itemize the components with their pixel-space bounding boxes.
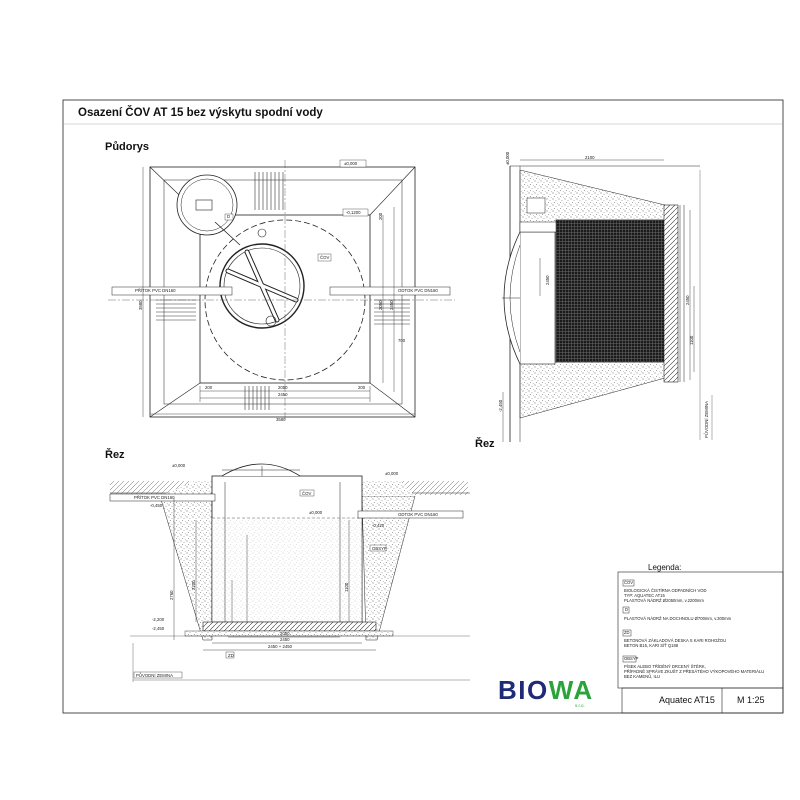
plan-top-level: ±0,000 xyxy=(344,161,358,166)
right-section-heading: Řez xyxy=(475,438,495,450)
sec-level-420: -0,420 xyxy=(372,523,385,528)
plan-dim-700: 700 xyxy=(398,338,406,343)
title-block xyxy=(617,571,784,714)
rsec-top-level: ±0,000 xyxy=(505,151,510,165)
plan-outlet-label: ODTOK PVC DN160 xyxy=(398,288,438,293)
plan-d-label: D xyxy=(227,214,231,219)
biowa-logo-sub: s.r.o. xyxy=(575,703,585,708)
legend-text-d: PLASTOVÁ NÁDRŽ NA DOCHNOLU Ø700mm, v.300… xyxy=(624,616,732,621)
sec-cov-label: ČOV xyxy=(302,491,312,496)
rsec-dim-h2: 2450 xyxy=(545,275,550,285)
title-block-scale: M 1:25 xyxy=(737,695,765,705)
legend-code-zd: ZD xyxy=(624,630,630,635)
rsec-bottom-level: -2,450 xyxy=(498,399,503,412)
plan-dim-vert-3580: 3580 xyxy=(138,300,143,310)
sec-dim-h-1100: 1100 xyxy=(344,582,349,592)
plan-inner-level: -0,1200 xyxy=(346,210,361,215)
sec-obsyp-label: OBSYP xyxy=(372,546,387,551)
right-section xyxy=(502,159,713,442)
sec-dim-2050: 2050 xyxy=(280,631,290,636)
legend-text-cov: BIOLOGICKÁ ČISTÍRNA ODPADNÍCH VOD TYP: A… xyxy=(624,588,707,603)
plan-dim-3580: 3580 xyxy=(276,417,286,422)
sec-water-level: ±0,000 xyxy=(309,510,323,515)
sec-dim-outer: 2450 + 2450 xyxy=(268,644,293,649)
sec-ground-label: PŮVODNÍ ZEMINA xyxy=(136,673,174,678)
sec-outlet-label: ODTOK PVC DN160 xyxy=(398,512,438,517)
legend-code-cov: ČOV xyxy=(624,580,634,585)
plan-dim-2450: 2450 xyxy=(278,392,288,397)
plan-dim-vert-200: 200 xyxy=(378,212,383,220)
rsec-dim-width: 2100 xyxy=(585,155,595,160)
rsec-dim-h1: 2450 xyxy=(685,295,690,305)
left-section xyxy=(109,463,470,682)
plan-dim-200-left: 200 xyxy=(205,385,213,390)
sec-dim-h-2760: 2760 xyxy=(169,590,174,600)
plan-dim-vert-2050: 2050 xyxy=(378,300,383,310)
sec-dim-h-2200: 2200 xyxy=(191,580,196,590)
plan-dim-vert-2450: 2450 xyxy=(389,300,394,310)
plan-cov-label: ČOV xyxy=(320,255,330,260)
rsec-dim-h3: 1100 xyxy=(689,335,694,345)
legend-boxes xyxy=(622,579,637,663)
title-block-name: Aquatec AT15 xyxy=(659,695,715,705)
plan-inlet-label: PŘÍTOK PVC DN160 xyxy=(135,288,176,293)
sheet-border xyxy=(62,99,784,714)
sec-top-level-right: ±0,000 xyxy=(385,471,399,476)
plan-dim-200-right: 200 xyxy=(358,385,366,390)
legend-code-obsyp: OBSYP xyxy=(624,656,639,661)
legend-title: Legenda: xyxy=(648,563,682,572)
plan-view xyxy=(108,159,455,420)
rsec-ground-label: PŮVODNÍ ZEMINA xyxy=(704,400,709,438)
left-section-heading: Řez xyxy=(105,449,125,461)
sec-level-450: -0,450 xyxy=(150,503,163,508)
biowa-logo: BIOWA xyxy=(498,675,594,705)
plan-view-heading: Půdorys xyxy=(105,141,150,153)
legend-text-zd: BETONOVÁ ZÁKLADOVÁ DESKA S KARI ROHOŽOU … xyxy=(624,638,727,648)
legend-code-d: D xyxy=(625,607,629,612)
drawing-title: Osazení ČOV AT 15 bez výskytu spodní vod… xyxy=(78,107,323,119)
sec-inlet-label: PŘÍTOK PVC DN160 xyxy=(134,495,175,500)
sec-level-2200: -2,200 xyxy=(152,617,165,622)
sec-top-level-left: ±0,000 xyxy=(172,463,186,468)
legend-text-obsyp: PÍSEK ALEBO TŘÍDĚNÝ DRCENÝ ŠTĚRK, PŘÍPAD… xyxy=(624,664,765,679)
sec-base-level: -2,450 xyxy=(152,626,165,631)
sec-zd-label: ZD xyxy=(228,653,234,658)
plan-dim-2050: 2050 xyxy=(278,385,288,390)
sec-dim-2450: 2450 xyxy=(280,637,290,642)
